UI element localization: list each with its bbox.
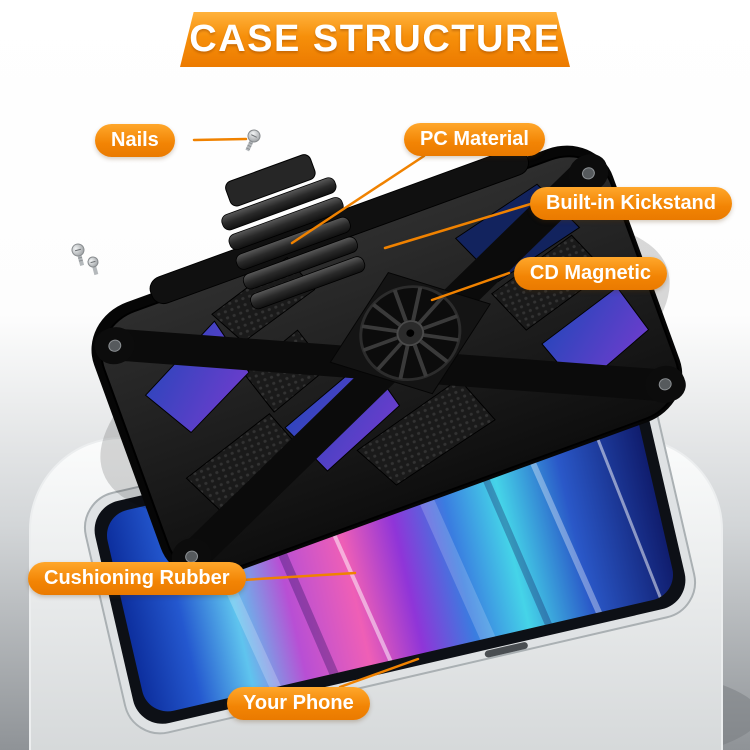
leader-lines bbox=[192, 137, 536, 689]
screw-icon bbox=[245, 129, 261, 152]
magnet-hub-hole bbox=[406, 329, 415, 337]
leader-line-nails bbox=[192, 137, 248, 142]
phone-port bbox=[484, 642, 528, 658]
callout-pc-material: PC Material bbox=[404, 123, 545, 156]
leader-line-pc-material bbox=[290, 154, 426, 245]
callout-built-in-kickstand: Built-in Kickstand bbox=[529, 187, 732, 220]
case-texture-panel bbox=[356, 378, 496, 486]
leader-line-cushioning-rubber bbox=[240, 571, 357, 582]
magnet-fan bbox=[361, 287, 459, 380]
kickstand-bar bbox=[250, 256, 366, 310]
screw-icon bbox=[71, 243, 85, 266]
callout-your-phone: Your Phone bbox=[227, 687, 370, 720]
callout-cd-magnetic: CD Magnetic bbox=[513, 257, 667, 290]
kickstand-bar bbox=[228, 197, 344, 251]
leader-line-your-phone bbox=[338, 657, 420, 689]
page-title: CASE STRUCTURE bbox=[189, 18, 561, 60]
kickstand-plate bbox=[225, 154, 316, 207]
leader-line-cd-magnetic bbox=[430, 271, 511, 302]
callout-nails: Nails bbox=[95, 124, 175, 157]
kickstand-bar bbox=[242, 236, 359, 290]
title-banner: CASE STRUCTURE bbox=[180, 12, 570, 67]
kickstand-bar bbox=[221, 177, 337, 231]
phone-screen bbox=[106, 398, 674, 712]
callout-cushioning-rubber: Cushioning Rubber bbox=[28, 562, 246, 595]
screw-icon bbox=[87, 256, 99, 276]
leader-line-built-in-kickstand bbox=[383, 201, 536, 250]
